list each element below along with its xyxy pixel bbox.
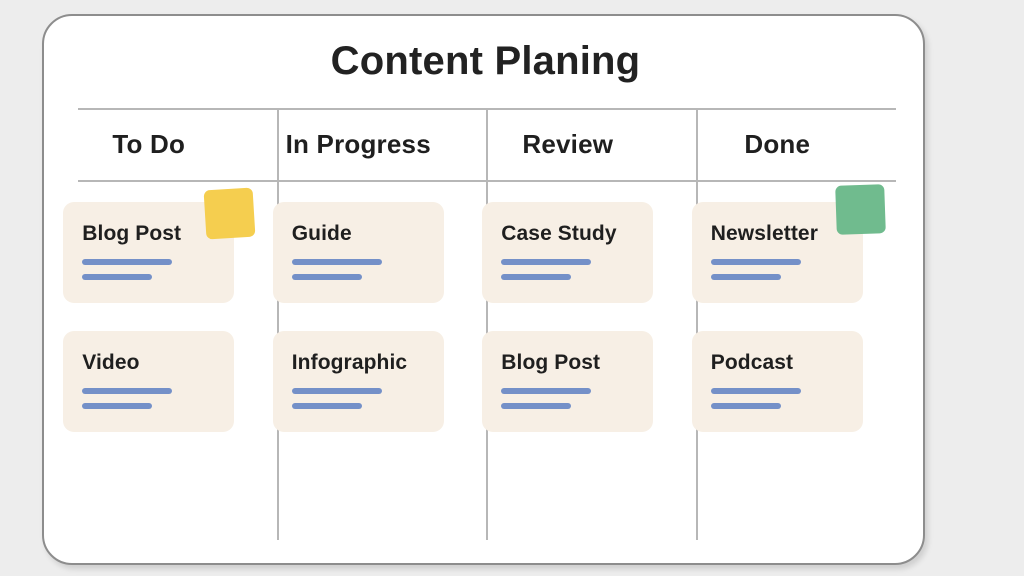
column-divider-2 xyxy=(486,108,488,540)
placeholder-line xyxy=(82,274,153,280)
placeholder-line xyxy=(291,274,362,280)
column-to-do: To Do Blog Post Video xyxy=(44,108,256,563)
placeholder-line xyxy=(82,388,173,394)
card-title: Blog Post xyxy=(501,351,601,374)
placeholder-line xyxy=(710,388,801,394)
placeholder-line xyxy=(501,259,592,265)
card[interactable]: Podcast xyxy=(691,331,863,432)
card-placeholder-lines xyxy=(82,259,234,280)
placeholder-line xyxy=(291,388,382,394)
placeholder-line xyxy=(82,259,173,265)
column-header-done[interactable]: Done xyxy=(744,128,811,159)
column-divider-3 xyxy=(696,108,698,540)
card-title: Video xyxy=(82,351,140,374)
placeholder-line xyxy=(710,403,781,409)
card-placeholder-lines xyxy=(291,259,444,280)
card-title: Blog Post xyxy=(82,222,182,245)
column-divider-1 xyxy=(277,108,279,540)
card[interactable]: Blog Post xyxy=(63,187,256,303)
placeholder-line xyxy=(501,403,572,409)
card-placeholder-lines xyxy=(501,388,653,409)
green-sticky-note[interactable] xyxy=(834,184,886,235)
column-review: Review Case Study Blog Post xyxy=(463,108,673,563)
column-header-to-do[interactable]: To Do xyxy=(112,128,186,159)
placeholder-line xyxy=(710,259,801,265)
kanban-board: Content Planing To Do Blog Post xyxy=(42,14,925,565)
column-in-progress: In Progress Guide Infographic xyxy=(254,108,464,563)
yellow-sticky-note[interactable] xyxy=(203,187,256,240)
card-placeholder-lines xyxy=(82,388,234,409)
column-header-in-progress[interactable]: In Progress xyxy=(285,128,431,159)
card-placeholder-lines xyxy=(710,259,863,280)
card-placeholder-lines xyxy=(710,388,863,409)
card-stack-to-do: Blog Post Video xyxy=(44,187,256,460)
card-title: Podcast xyxy=(710,351,794,374)
placeholder-line xyxy=(710,274,781,280)
placeholder-line xyxy=(501,388,592,394)
placeholder-line xyxy=(291,403,362,409)
card-title: Newsletter xyxy=(710,222,818,245)
column-done: Done Newsletter Podcast xyxy=(673,108,886,563)
column-header-review[interactable]: Review xyxy=(522,128,614,159)
card-stack-in-progress: Guide Infographic xyxy=(254,202,464,460)
card-title: Case Study xyxy=(501,222,617,245)
card[interactable]: Video xyxy=(63,331,235,432)
board-columns: To Do Blog Post Video xyxy=(44,108,923,563)
placeholder-line xyxy=(501,274,572,280)
placeholder-line xyxy=(82,403,153,409)
placeholder-line xyxy=(291,259,382,265)
card-stack-review: Case Study Blog Post xyxy=(463,202,673,460)
card-title: Guide xyxy=(291,222,352,245)
card-stack-done: Newsletter Podcast xyxy=(673,184,886,460)
card-placeholder-lines xyxy=(291,388,444,409)
card[interactable]: Newsletter xyxy=(691,184,886,303)
card-placeholder-lines xyxy=(501,259,653,280)
card[interactable]: Infographic xyxy=(272,331,444,432)
board-title: Content Planing xyxy=(330,39,641,83)
card[interactable]: Blog Post xyxy=(482,331,654,432)
card[interactable]: Guide xyxy=(272,202,444,303)
card-title: Infographic xyxy=(291,351,408,374)
card[interactable]: Case Study xyxy=(482,202,654,303)
